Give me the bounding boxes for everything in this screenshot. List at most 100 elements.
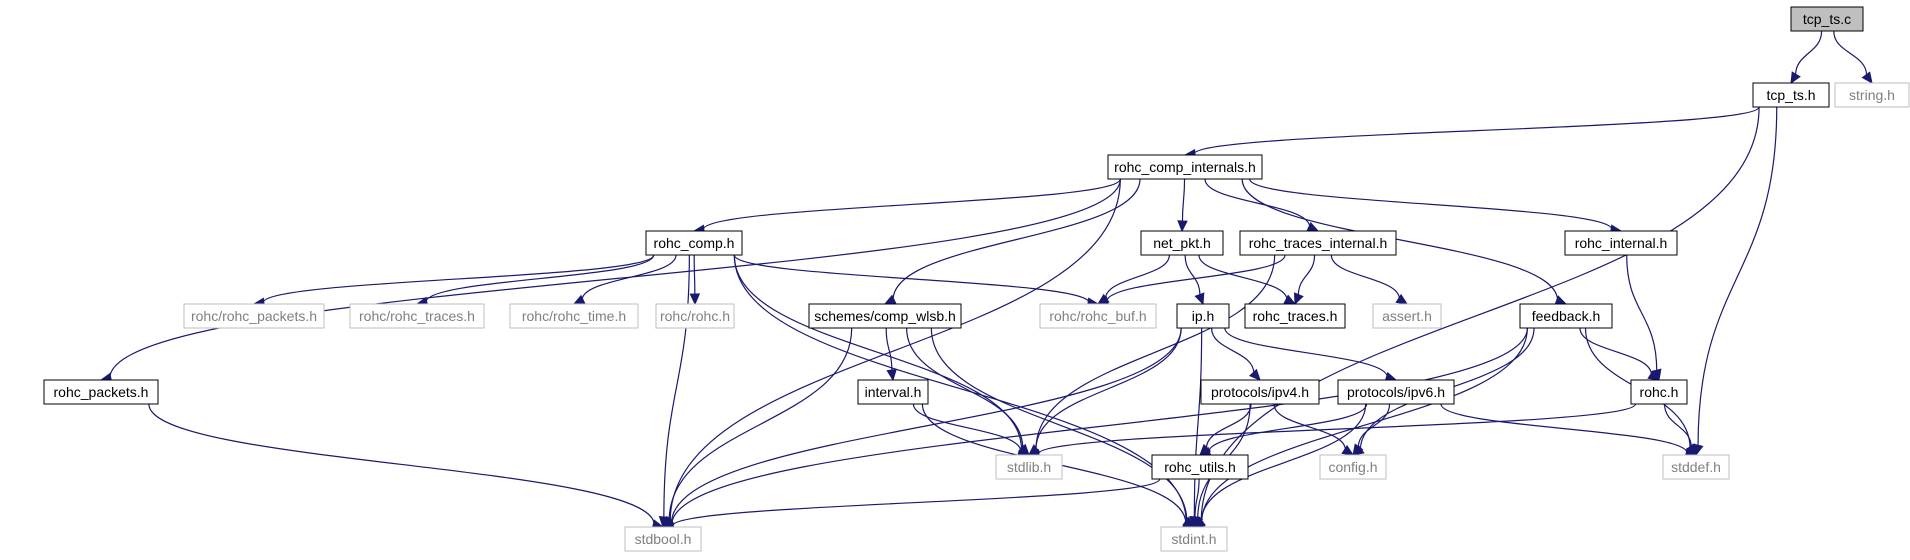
node-box (1519, 303, 1613, 329)
node-label: feedback.h (1532, 308, 1601, 324)
arrowhead-protocols_ipv4_h-to-config_h (1341, 444, 1355, 456)
node-label: stdint.h (1171, 531, 1216, 547)
edge-rohc_traces_internal_h-to-rohc_traces_h (1297, 254, 1316, 296)
arrowhead-rohc_traces_internal_h-to-assert_h (1395, 293, 1409, 305)
arrowhead-feedback_h-to-rohc_h (1647, 369, 1661, 381)
node-box (995, 454, 1063, 480)
node-label: stddef.h (1671, 459, 1721, 475)
edge-schemes_comp_wlsb_h-to-interval_h (885, 327, 893, 372)
edge-feedback_h-to-rohc_h (1579, 327, 1653, 376)
edge-protocols_ipv6_h-to-config_h (1357, 403, 1391, 448)
node-box (1372, 303, 1442, 329)
edge-rohc_comp_h-to-rohc_rohc_packets_h (262, 254, 655, 304)
node-assert-h: assert.h (1372, 303, 1442, 329)
edge-tcp_ts_h-to-stddef_h (1697, 106, 1778, 447)
edge-rohc_comp_internals_h-to-feedback_h (1241, 178, 1559, 301)
edge-rohc_traces_internal_h-to-stdlib_h (1035, 254, 1276, 450)
node-layer: tcp_ts.c tcp_ts.h string.h rohc_comp_intern… (43, 6, 1910, 552)
edge-net_pkt_h-to-ip_h (1184, 254, 1201, 296)
node-rohc-rohc-packets-h: rohc/rohc_packets.h (183, 303, 325, 329)
node-label: rohc/rohc.h (660, 308, 730, 324)
edge-rohc_comp_internals_h-to-net_pkt_h (1181, 178, 1186, 223)
edge-rohc_comp_h-to-stdbool_h (663, 254, 690, 519)
node-box (1200, 379, 1320, 405)
node-stdint-h: stdint.h (1160, 526, 1228, 552)
node-box (349, 303, 485, 329)
node-box (43, 379, 159, 405)
edge-rohc_utils_h-to-stdint_h (1194, 478, 1200, 519)
node-string-h: string.h (1834, 82, 1910, 108)
node-rohc-traces-h[interactable]: rohc_traces.h (1244, 303, 1346, 329)
node-box (857, 379, 929, 405)
node-tcp-ts-h[interactable]: tcp_ts.h (1752, 82, 1830, 108)
arrowhead-tcp_ts_c-to-string_h (1861, 71, 1873, 84)
arrowhead-protocols_ipv6_h-to-config_h (1352, 443, 1364, 456)
node-rohc-comp-h[interactable]: rohc_comp.h (645, 230, 743, 256)
edge-feedback_h-to-stdint_h (1201, 327, 1528, 523)
node-box (1790, 6, 1864, 32)
node-net-pkt-h[interactable]: net_pkt.h (1140, 230, 1224, 256)
node-rohc-h[interactable]: rohc.h (1630, 379, 1688, 405)
node-rohc-traces-internal-h[interactable]: rohc_traces_internal.h (1239, 230, 1397, 256)
arrowhead-rohc_traces_internal_h-to-rohc_traces_h (1293, 292, 1304, 306)
edge-tcp_ts_h-to-rohc_comp_internals_h (1193, 106, 1760, 155)
node-box (655, 303, 735, 329)
node-box (1834, 82, 1910, 108)
edge-rohc_comp_internals_h-to-stdbool_h (669, 178, 1121, 522)
node-box (1107, 154, 1263, 180)
node-ip-h[interactable]: ip.h (1176, 303, 1230, 329)
node-box (1337, 379, 1455, 405)
node-label: ip.h (1192, 308, 1215, 324)
node-rohc-utils-h[interactable]: rohc_utils.h (1151, 454, 1249, 480)
node-box (1140, 230, 1224, 256)
node-feedback-h[interactable]: feedback.h (1519, 303, 1613, 329)
edge-protocols_ipv6_h-to-stdint_h (1200, 403, 1367, 522)
edge-rohc_comp_internals_h-to-rohc_internal_h (1249, 178, 1613, 231)
node-rohc-internal-h[interactable]: rohc_internal.h (1564, 230, 1678, 256)
edge-ip_h-to-stdlib_h (1035, 327, 1182, 450)
node-label: assert.h (1382, 308, 1432, 324)
edge-rohc_h-to-stdlib_h (1037, 403, 1637, 455)
node-label: schemes/comp_wlsb.h (814, 308, 956, 324)
edge-rohc_h-to-stddef_h (1663, 403, 1692, 448)
node-box (1244, 303, 1346, 329)
node-schemes-comp-wlsb-h[interactable]: schemes/comp_wlsb.h (808, 303, 962, 329)
node-rohc-packets-h[interactable]: rohc_packets.h (43, 379, 159, 405)
edge-rohc_traces_internal_h-to-rohc_rohc_buf_h (1106, 254, 1286, 302)
edge-rohc_comp_internals_h-to-rohc_traces_internal_h (1204, 178, 1311, 228)
edge-layer (99, 30, 1873, 532)
node-label: rohc/rohc_time.h (522, 308, 626, 324)
edge-ip_h-to-protocols_ipv4_h (1210, 327, 1255, 374)
node-label: rohc_comp_internals.h (1114, 159, 1256, 175)
edge-rohc_comp_h-to-rohc_rohc_time_h (581, 254, 677, 301)
edge-ip_h-to-stdbool_h (670, 327, 1182, 524)
node-box (808, 303, 962, 329)
node-label: rohc/rohc_buf.h (1049, 308, 1146, 324)
edge-rohc_utils_h-to-stdbool_h (671, 478, 1161, 527)
node-box (1039, 303, 1157, 329)
node-protocols-ipv4-h[interactable]: protocols/ipv4.h (1200, 379, 1320, 405)
node-box (183, 303, 325, 329)
edge-ip_h-to-stdint_h (1193, 327, 1203, 519)
node-box (1176, 303, 1230, 329)
node-box (645, 230, 743, 256)
edge-rohc_traces_internal_h-to-assert_h (1330, 254, 1401, 300)
node-label: rohc.h (1640, 384, 1679, 400)
node-label: stdlib.h (1007, 459, 1051, 475)
edge-net_pkt_h-to-rohc_traces_h (1198, 254, 1288, 301)
node-interval-h[interactable]: interval.h (857, 379, 929, 405)
node-box (1151, 454, 1249, 480)
node-rohc-comp-internals-h[interactable]: rohc_comp_internals.h (1107, 154, 1263, 180)
node-label: stdbool.h (635, 531, 692, 547)
node-label: rohc_packets.h (54, 384, 149, 400)
node-box (1630, 379, 1688, 405)
edge-tcp_ts_c-to-string_h (1833, 30, 1868, 76)
node-protocols-ipv6-h[interactable]: protocols/ipv6.h (1337, 379, 1455, 405)
edge-rohc_comp_h-to-stdint_h (733, 254, 1187, 523)
node-label: tcp_ts.c (1803, 11, 1851, 27)
arrowhead-ip_h-to-protocols_ipv4_h (1248, 368, 1261, 381)
node-label: string.h (1849, 87, 1895, 103)
node-label: protocols/ipv6.h (1347, 384, 1445, 400)
edge-interval_h-to-stdlib_h (912, 403, 1022, 452)
